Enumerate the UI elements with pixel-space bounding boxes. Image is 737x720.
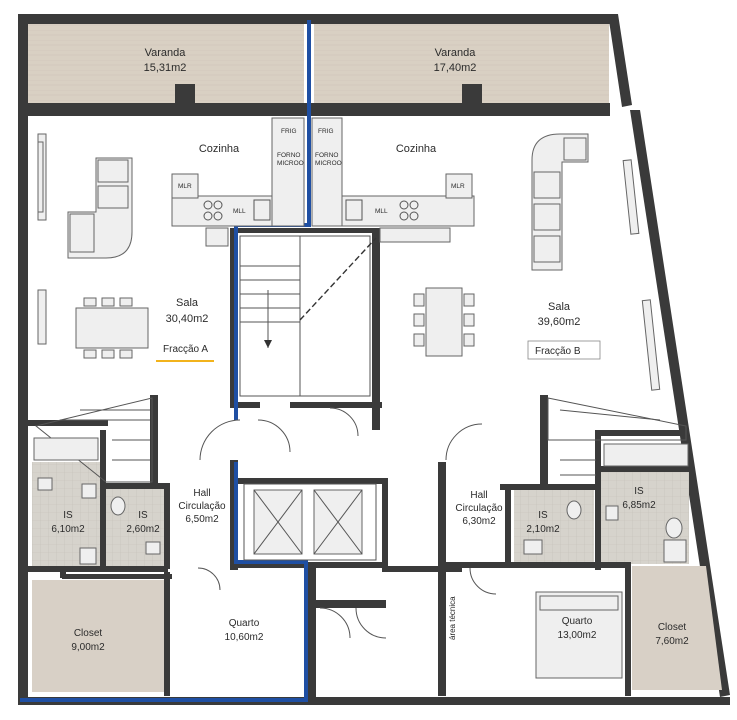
hall-b-line1: Hall [470,490,487,501]
frig-b-label: FRIG [318,128,334,135]
hall-a-line2: Circulação [178,501,226,512]
cozinha-a-name: Cozinha [199,143,240,155]
terrace-floor-a [27,24,304,104]
mll-a-label: MLL [233,208,246,215]
hall-a-area: 6,50m2 [185,514,219,525]
quarto-a-name: Quarto [229,618,260,629]
exterior-walls [18,14,730,705]
is-a2-area: 2,60m2 [126,524,160,535]
varanda-b-area: 17,40m2 [434,62,477,74]
is-b2-name: IS [634,486,644,497]
sofa-b [531,133,589,271]
sala-b-area: 39,60m2 [538,316,581,328]
varanda-b-name: Varanda [435,47,477,59]
sofa-a [67,157,133,259]
is-b1-name: IS [538,510,548,521]
terrace-floor-b [314,24,609,104]
forno-b-line2: MICROO [315,160,342,167]
dining-a [75,297,149,359]
closet-a-name: Closet [74,628,103,639]
forno-a-line2: MICROO [277,160,304,167]
interior-walls [28,108,690,704]
mlr-b-label: MLR [451,183,465,190]
varanda-a-area: 15,31m2 [144,62,187,74]
closet-b-floor [632,566,722,690]
sala-a-area: 30,40m2 [166,313,209,325]
stairs-core [239,235,377,397]
sala-b-name: Sala [548,301,571,313]
is-a1-area: 6,10m2 [51,524,85,535]
closet-b-name: Closet [658,622,687,633]
bathroom-fixtures [33,437,689,565]
sala-a-name: Sala [176,297,199,309]
mlr-a-label: MLR [178,183,192,190]
closet-a-floor [32,580,167,692]
is-a1-name: IS [63,510,73,521]
stairs-a [34,397,153,483]
is-b1-area: 2,10m2 [526,524,560,535]
quarto-b-name: Quarto [562,616,593,627]
is-b2-area: 6,85m2 [622,500,656,511]
closet-a-area: 9,00m2 [71,642,105,653]
kitchen-b-counter [311,117,475,243]
closet-b-area: 7,60m2 [655,636,689,647]
elevators [243,483,377,561]
cozinha-b-name: Cozinha [396,143,437,155]
unit-b-tag: Fracção B [535,346,581,357]
forno-b-line1: FORNO [315,152,338,159]
hall-b-area: 6,30m2 [462,516,496,527]
bed-b [535,591,623,679]
area-tecnica-label: área técnica [448,596,457,640]
varanda-a-name: Varanda [145,47,187,59]
doors [197,407,497,639]
quarto-a-area: 10,60m2 [225,632,264,643]
hall-b-line2: Circulação [455,503,503,514]
quarto-b-area: 13,00m2 [558,630,597,641]
frig-a-label: FRIG [281,128,297,135]
stairs-b [547,397,687,476]
is-a2-name: IS [138,510,148,521]
windows [37,133,661,391]
unit-a-tag: Fracção A [163,344,208,355]
unit-partition-line-lower [20,462,308,702]
unit-b-tag-box [527,340,601,360]
mll-b-label: MLL [375,208,388,215]
dining-b [413,287,475,357]
hall-a-line1: Hall [193,488,210,499]
kitchen-a-counter [171,117,305,247]
forno-a-line1: FORNO [277,152,300,159]
